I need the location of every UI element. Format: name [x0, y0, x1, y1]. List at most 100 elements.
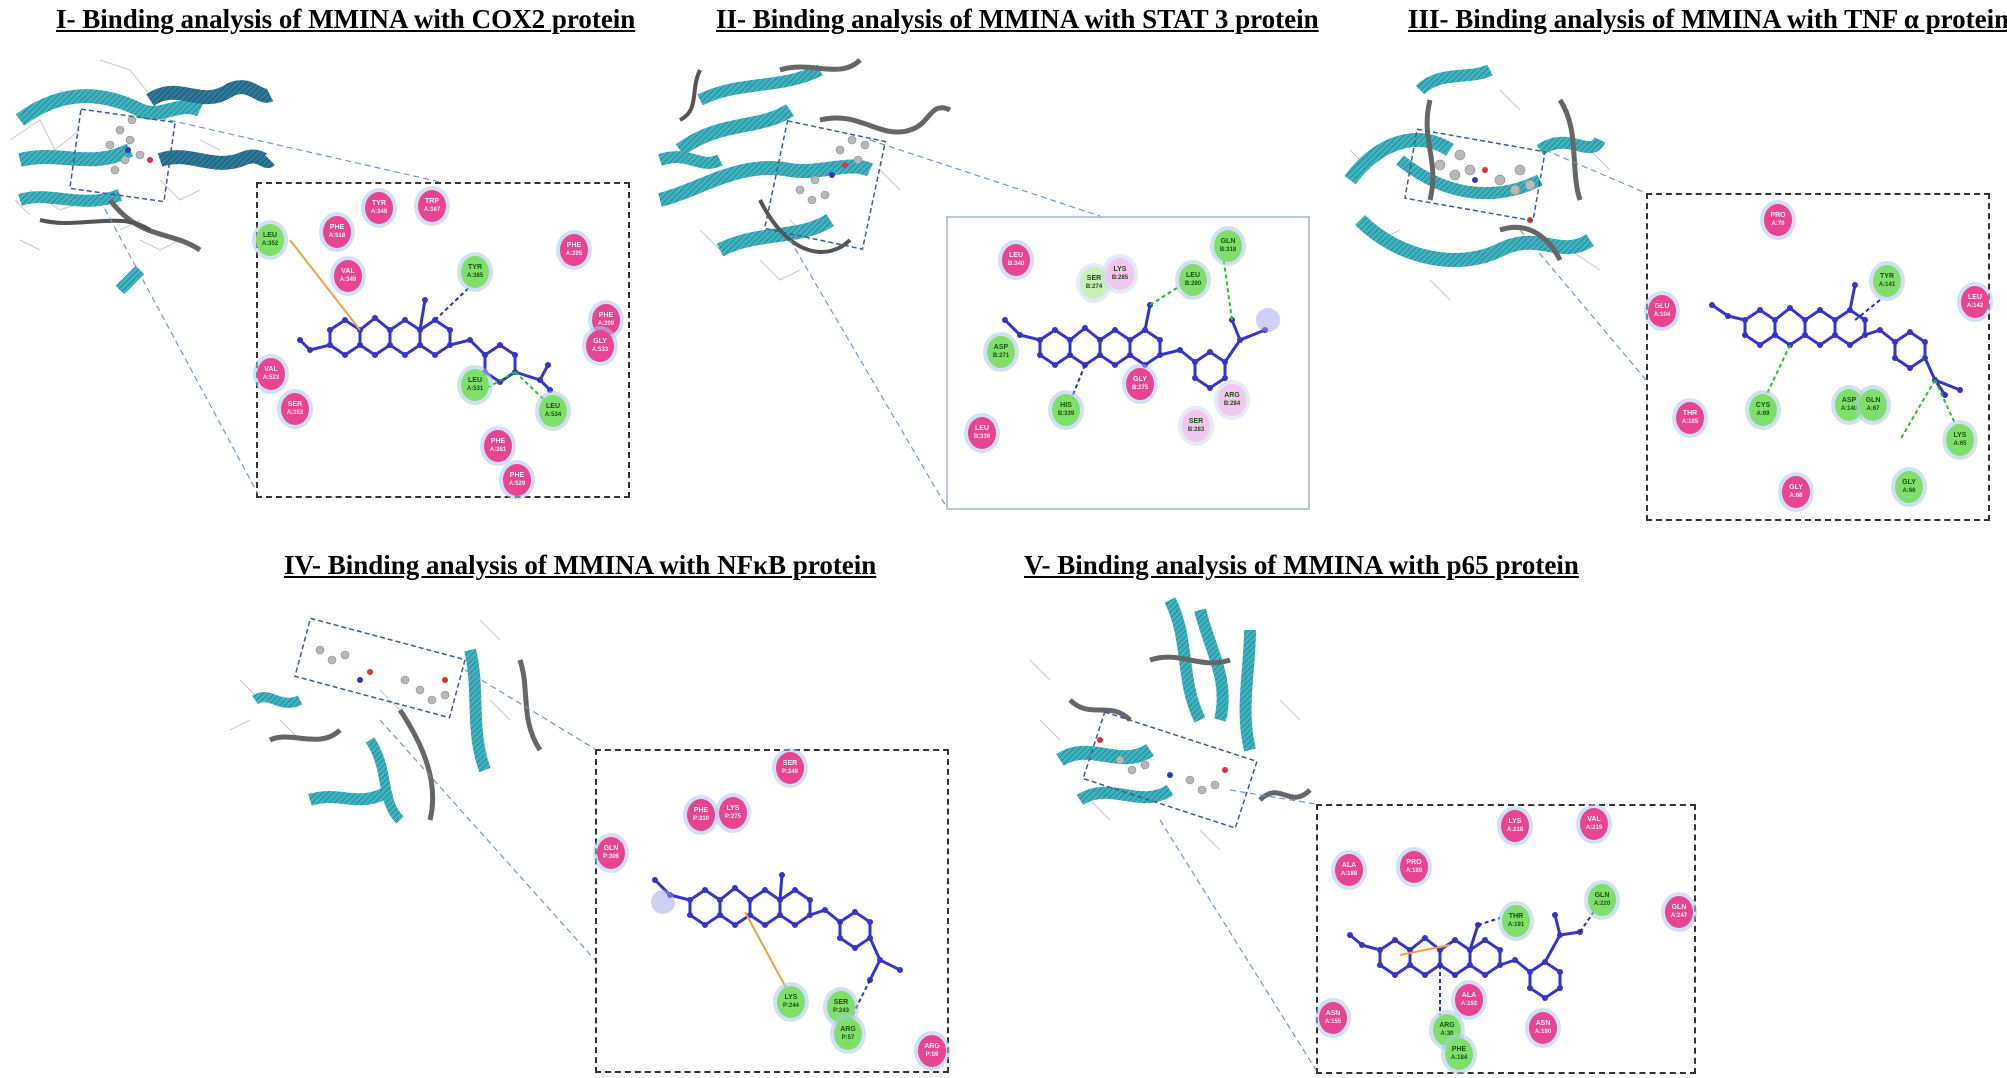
residue-id: A:220 — [1593, 901, 1611, 907]
residue-id: B:284 — [1223, 401, 1241, 407]
residue-id: A:155 — [1324, 1019, 1342, 1025]
panel-1-interaction-map — [256, 182, 630, 498]
residue-name: ARG — [1439, 1022, 1455, 1029]
residue-leu-a-531: LEU A:531 — [461, 369, 489, 401]
residue-name: GLN — [1220, 238, 1236, 245]
residue-id: P:310 — [692, 816, 709, 822]
residue-ser-b-274: SER B:274 — [1080, 267, 1108, 299]
residue-id: A:69 — [1756, 411, 1770, 417]
residue-ser-a-353: SER A:353 — [281, 393, 309, 425]
panel-1-hbond-tyr385 — [434, 281, 476, 321]
residue-name: LYS — [784, 994, 798, 1001]
panel-2-hbond-gln318 — [1221, 247, 1233, 321]
panel-5-ligand — [1347, 912, 1583, 1001]
residue-id: A:191 — [1507, 922, 1525, 928]
residue-name: VAL — [1587, 816, 1601, 823]
residue-phe-a-381: PHE A:381 — [484, 430, 512, 462]
panel-4-ligand — [652, 872, 903, 983]
residue-name: LYS — [726, 805, 740, 812]
residue-name: ALA — [1461, 992, 1477, 999]
panel-2-hbond-leu280 — [1149, 285, 1181, 306]
residue-name: SER — [833, 999, 849, 1006]
residue-name: ASP — [1841, 397, 1857, 404]
residue-name: HIS — [1060, 402, 1072, 409]
residue-name: GLN — [1865, 397, 1881, 404]
panel-4-pi-interaction — [744, 911, 791, 996]
residue-name: LYS — [1113, 266, 1127, 273]
residue-name: ARG — [1224, 392, 1240, 399]
residue-id: B:275 — [1131, 385, 1149, 391]
panel-3-hbond-tyr141 — [1854, 299, 1881, 321]
residue-name: SER — [287, 401, 303, 408]
residue-name: SER — [1086, 275, 1102, 282]
residue-id: P:59 — [925, 1052, 939, 1058]
residue-name: PHE — [329, 224, 345, 231]
residue-name: ALA — [1341, 862, 1357, 869]
residue-val-a-219: VAL A:219 — [1580, 808, 1608, 840]
residue-id: A:531 — [466, 386, 484, 392]
residue-asn-a-155: ASN A:155 — [1319, 1002, 1347, 1034]
residue-id: A:385 — [466, 273, 484, 279]
residue-name: PHE — [490, 438, 506, 445]
residue-his-b-339: HIS B:339 — [1052, 394, 1080, 426]
panel-2-title: II- Binding analysis of MMINA with STAT … — [716, 4, 1319, 34]
residue-id: A:219 — [1585, 825, 1603, 831]
residue-id: A:65 — [1953, 441, 1967, 447]
residue-id: A:534 — [544, 412, 562, 418]
panel-1-protein-structure — [9, 59, 441, 495]
residue-id: A:349 — [339, 277, 357, 283]
residue-name: TRP — [425, 198, 439, 205]
residue-name: LEU — [468, 377, 482, 384]
residue-id: A:104 — [1653, 312, 1671, 318]
residue-cys-a-69: CYS A:69 — [1749, 394, 1777, 426]
residue-id: B:318 — [1219, 247, 1237, 253]
residue-name: LEU — [263, 232, 277, 239]
panel-5-hbond-gln220 — [1579, 909, 1596, 933]
panel-3-protein-structure — [1344, 64, 1647, 381]
residue-id: A:381 — [489, 447, 507, 453]
panel-3-hbond-lys65-gly66 — [1899, 379, 1959, 441]
residue-name: PHE — [566, 242, 582, 249]
residue-id: B:283 — [1187, 427, 1205, 433]
residue-name: TYR — [1880, 273, 1894, 280]
residue-id: A:218 — [1506, 827, 1524, 833]
residue-name: PHE — [509, 472, 525, 479]
residue-id: A:141 — [1878, 282, 1896, 288]
residue-name: PHE — [598, 312, 614, 319]
residue-id: B:339 — [1057, 411, 1075, 417]
residue-id: A:348 — [370, 209, 388, 215]
panel-5-hbond-thr191 — [1477, 917, 1501, 926]
residue-id: A:140 — [1840, 406, 1858, 412]
panel-1-ligand — [297, 297, 553, 393]
residue-id: A:353 — [286, 410, 304, 416]
panel-4-protein-structure — [229, 617, 596, 961]
residue-id: A:66 — [1902, 488, 1916, 494]
residue-name: TYR — [372, 200, 386, 207]
residue-name: LYS — [1508, 818, 1522, 825]
residue-id: B:274 — [1085, 284, 1103, 290]
residue-name: CYS — [1755, 402, 1771, 409]
residue-id: A:209 — [597, 321, 615, 327]
residue-name: GLY — [1789, 484, 1803, 491]
residue-name: ASN — [1325, 1010, 1341, 1017]
residue-id: A:192 — [1460, 1001, 1478, 1007]
residue-id: A:533 — [591, 347, 609, 353]
residue-id: A:105 — [1681, 419, 1699, 425]
